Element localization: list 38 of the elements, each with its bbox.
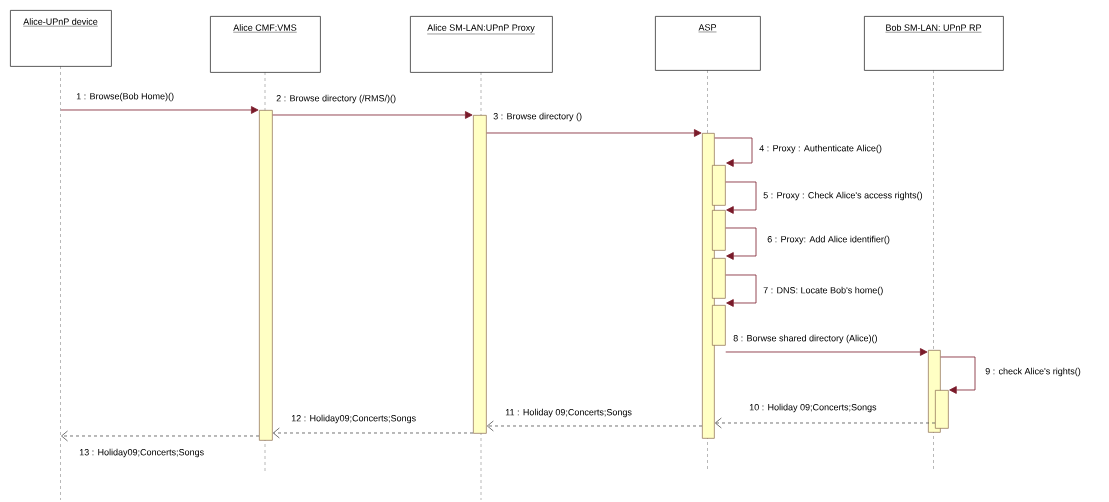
activation-bar: [712, 305, 726, 346]
edge-label: 7 : DNS: Locate Bob's home(): [762, 285, 885, 297]
activation-bar: [712, 258, 726, 299]
edge-label: 6 : Proxy: Add Alice identifier(): [766, 234, 891, 246]
edge-label: 13 : Holiday09;Concerts;Songs: [78, 447, 206, 459]
edge-label: 10 : Holiday 09;Concerts;Songs: [748, 402, 878, 414]
edge-label: 8 : Borwse shared directory (Alice)(): [732, 333, 879, 345]
activation-bar: [712, 165, 726, 206]
edge-label: 12 : Holiday09;Concerts;Songs: [290, 413, 418, 425]
edge-label: 5 : Proxy : Check Alice's access rights(): [762, 190, 924, 202]
edge-label: 1 : Browse(Bob Home)(): [75, 91, 176, 103]
message-arrow: [725, 227, 757, 260]
message-arrow: [940, 356, 976, 394]
message-arrow: [60, 106, 259, 114]
activation-bar: [473, 115, 487, 434]
activation-bar: [259, 110, 273, 441]
lifeline-title: Alice CMF:VMS: [233, 24, 297, 33]
message-arrow: [725, 348, 928, 356]
activation-bar: [935, 390, 949, 429]
message-arrow: [714, 137, 753, 167]
message-arrow: [486, 420, 703, 432]
message-arrow: [486, 129, 702, 137]
lifeline-title: Alice SM-LAN:UPnP Proxy: [427, 24, 535, 35]
message-arrow: [725, 181, 757, 214]
edge-label: 11 : Holiday 09;Concerts;Songs: [504, 407, 633, 419]
edge-label: 9 : check Alice's rights(): [984, 366, 1082, 378]
lifeline-title: Bob SM-LAN: UPnP RP: [885, 24, 982, 33]
edge-label: 2 : Browse directory (/RMS/)(): [275, 93, 398, 105]
activation-bar: [712, 210, 726, 251]
message-arrow: [272, 111, 473, 119]
message-arrow: [725, 274, 757, 307]
lifeline-title: Alice-UPnP device: [23, 18, 98, 27]
edge-label: 4 : Proxy : Authenticate Alice(): [758, 143, 883, 155]
message-arrow: [61, 430, 260, 442]
message-arrow: [272, 427, 474, 439]
lifeline-title: ASP: [698, 24, 717, 33]
edge-label: 3 : Browse directory (): [492, 111, 584, 123]
message-arrow: [714, 417, 936, 429]
